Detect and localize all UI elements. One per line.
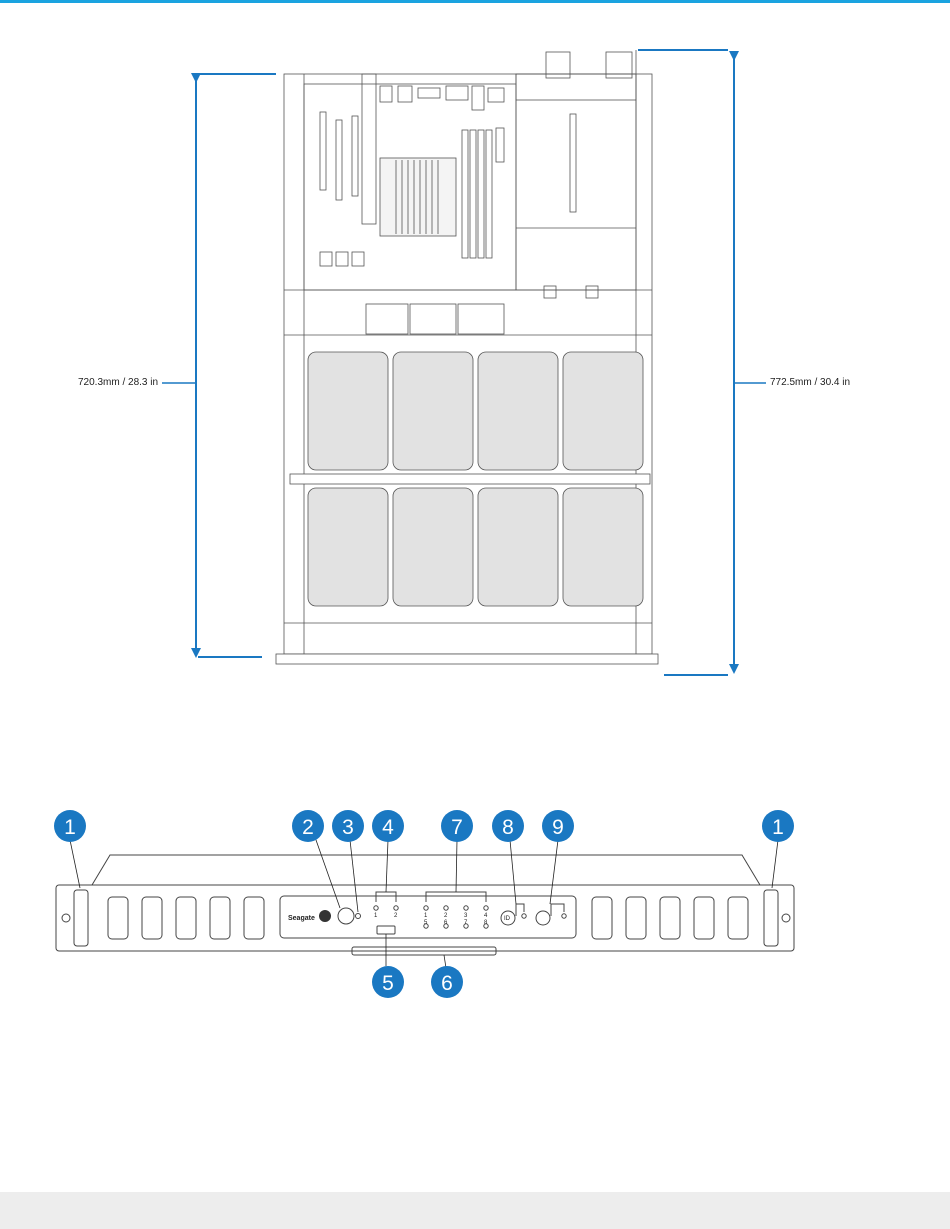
depth-dimension-left xyxy=(162,74,276,657)
callout-1-right-label: 1 xyxy=(772,816,784,839)
footer-band xyxy=(0,1192,950,1229)
id-button-label: ID xyxy=(504,916,511,922)
callout-6-label: 6 xyxy=(441,972,453,995)
seagate-logo: Seagate xyxy=(288,915,315,922)
front-panel xyxy=(56,855,794,955)
callout-4-label: 4 xyxy=(382,816,394,839)
drive-carrier-rail xyxy=(290,474,650,484)
callout-3-label: 3 xyxy=(342,816,354,839)
callout-7-label: 7 xyxy=(451,816,463,839)
callout-5-label: 5 xyxy=(382,972,394,995)
chassis-top-view xyxy=(276,50,658,664)
callout-2-label: 2 xyxy=(302,816,314,839)
callout-8-label: 8 xyxy=(502,816,514,839)
depth-dimension-right xyxy=(638,50,766,675)
seagate-logo-icon xyxy=(319,910,331,922)
callout-9-label: 9 xyxy=(552,816,564,839)
callout-1-left-label: 1 xyxy=(64,816,76,839)
